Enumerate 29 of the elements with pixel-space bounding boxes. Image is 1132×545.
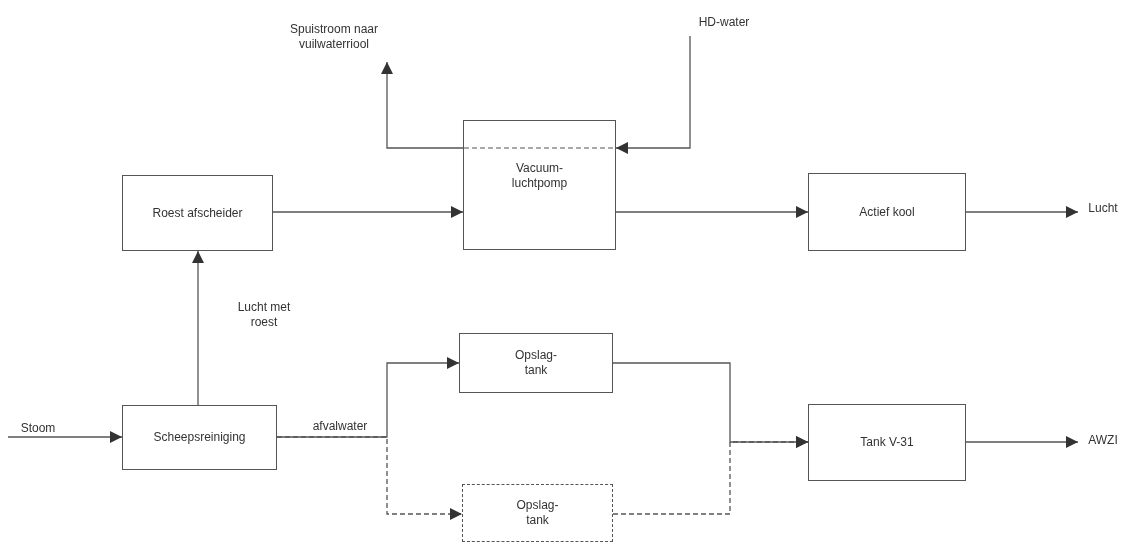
- stream-label: Stoom: [20, 420, 56, 436]
- flow-arrow: [612, 436, 809, 515]
- flow-arrow: [381, 61, 464, 149]
- box-label: Roest afscheider: [152, 205, 243, 221]
- stream-label: Lucht: [1088, 200, 1118, 216]
- flow-arrow: [615, 35, 691, 154]
- flow-arrow: [276, 436, 463, 520]
- process-box: [808, 173, 966, 251]
- stream-label: AWZI: [1088, 432, 1118, 448]
- flow-arrow: [965, 206, 1079, 218]
- flow-arrow: [7, 431, 123, 443]
- flow-arrow: [192, 250, 204, 406]
- box-label: Opslag-tank: [515, 498, 560, 528]
- box-label: Vacuum-luchtpomp: [510, 161, 569, 191]
- process-box: [463, 120, 616, 250]
- box-label: Scheepsreiniging: [153, 430, 246, 445]
- stream-label: HD-water: [698, 14, 750, 30]
- box-label: Actief kool: [859, 204, 915, 220]
- process-box: [459, 333, 613, 393]
- process-box: [462, 484, 613, 542]
- flow-arrow: [965, 436, 1079, 448]
- flow-arrow: [615, 206, 809, 218]
- box-label: Opslag-tank: [514, 348, 558, 378]
- flow-arrow: [272, 206, 464, 218]
- stream-label: Spuistroom naar vuilwaterriool: [288, 22, 379, 52]
- box-label: Tank V-31: [860, 435, 914, 450]
- process-box: [122, 405, 277, 470]
- process-box: [122, 175, 273, 251]
- process-box: [808, 404, 966, 481]
